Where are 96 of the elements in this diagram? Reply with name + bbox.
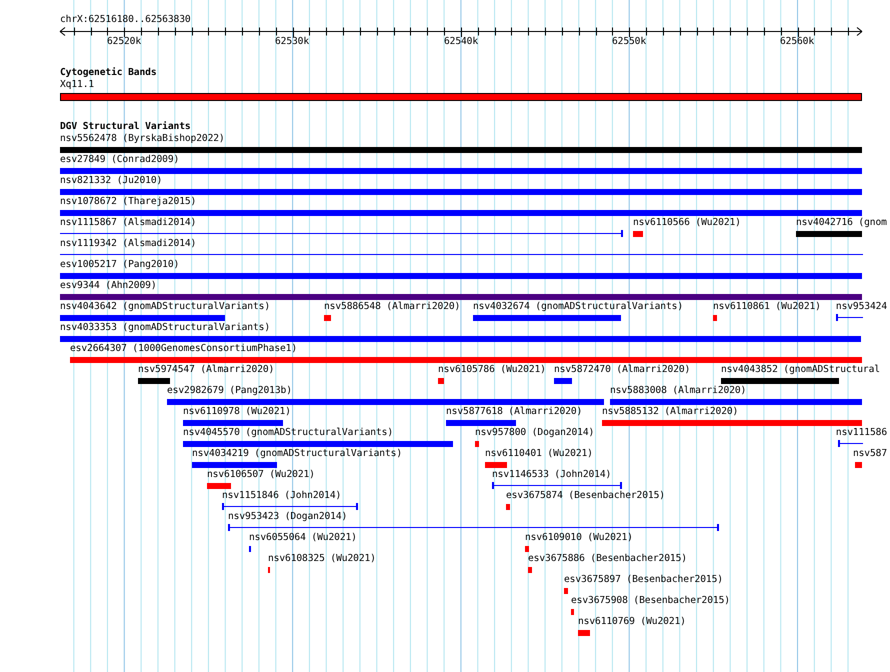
variant-bar xyxy=(167,399,604,405)
variant-bar xyxy=(475,441,479,447)
variant-label: nsv1151846 (John2014) xyxy=(222,490,342,502)
variant-bar xyxy=(633,231,643,237)
variant-label: nsv5974547 (Almarri2020) xyxy=(138,364,274,376)
variant-label: nsv4032674 (gnomADStructuralVariants) xyxy=(473,301,684,313)
variant-bar xyxy=(438,378,444,384)
variant-label: nsv6110566 (Wu2021) xyxy=(633,217,741,229)
variant-bar xyxy=(60,189,862,195)
variant-bar xyxy=(506,504,510,510)
tick-label: 62540k xyxy=(444,36,478,48)
variant-label: nsv4045570 (gnomADStructuralVariants) xyxy=(183,427,394,439)
variant-label: esv9344 (Ahn2009) xyxy=(60,280,156,292)
variant-label: nsv4033353 (gnomADStructuralVariants) xyxy=(60,322,270,334)
variant-label: nsv1119342 (Alsmadi2014) xyxy=(60,238,196,250)
variant-bar xyxy=(207,483,231,489)
variant-bar xyxy=(855,462,862,468)
variant-label: nsv4043852 (gnomADStructural xyxy=(721,364,880,376)
variant-interval-line xyxy=(222,503,358,510)
track-title: Cytogenetic Bands xyxy=(60,67,156,79)
variant-label: nsv821332 (Ju2010) xyxy=(60,175,162,187)
variant-interval-line xyxy=(838,440,863,447)
variant-label: nsv953423 (Dogan2014) xyxy=(228,511,348,523)
variant-label: esv1005217 (Pang2010) xyxy=(60,259,180,271)
variant-label: nsv957800 (Dogan2014) xyxy=(475,427,594,439)
variant-label: nsv5877618 (Almarri2020) xyxy=(446,406,582,418)
variant-label: esv27849 (Conrad2009) xyxy=(60,154,180,166)
variant-bar xyxy=(60,336,861,342)
variant-label: nsv6110401 (Wu2021) xyxy=(485,448,593,460)
variant-label: nsv6055064 (Wu2021) xyxy=(249,532,357,544)
variant-label: esv3675886 (Besenbacher2015) xyxy=(528,553,687,565)
tick-label: 62560k xyxy=(780,36,814,48)
tick-label: 62520k xyxy=(106,36,142,48)
locus-label: chrX:62516180..62563830 xyxy=(60,14,191,26)
variant-bar xyxy=(554,378,572,384)
variant-label: nsv5562478 (ByrskaBishop2022) xyxy=(60,133,225,145)
variant-bar xyxy=(796,231,862,237)
variant-bar xyxy=(60,147,862,153)
variant-bar xyxy=(60,273,862,279)
variant-bar xyxy=(60,168,862,174)
variant-label: nsv1146533 (John2014) xyxy=(492,469,612,481)
variant-label: nsv6108325 (Wu2021) xyxy=(268,553,376,565)
tick-label: 62550k xyxy=(612,36,646,48)
variant-label: esv2664307 (1000GenomesConsortiumPhase1) xyxy=(70,343,298,355)
variant-bar xyxy=(721,378,839,384)
variant-label: nsv111586 xyxy=(836,427,887,439)
variant-label: nsv6110978 (Wu2021) xyxy=(183,406,291,418)
variant-interval-line xyxy=(228,524,719,531)
variant-label: nsv4034219 (gnomADStructuralVariants) xyxy=(192,448,402,460)
variant-bar xyxy=(602,420,862,426)
variant-bar xyxy=(138,378,170,384)
variant-label: nsv6110861 (Wu2021) xyxy=(713,301,821,313)
band-label: Xq11.1 xyxy=(60,79,94,91)
variant-label: nsv4043642 (gnomADStructuralVariants) xyxy=(60,301,270,313)
variant-bar xyxy=(713,315,717,321)
variant-bar xyxy=(183,420,283,426)
variant-bar xyxy=(192,462,277,468)
variant-label: nsv6109010 (Wu2021) xyxy=(525,532,633,544)
variant-label: nsv6106507 (Wu2021) xyxy=(207,469,315,481)
variant-interval-line xyxy=(60,230,623,237)
variant-label: nsv5886548 (Almarri2020) xyxy=(324,301,460,313)
variant-bar xyxy=(528,567,532,573)
variant-bar xyxy=(525,546,529,552)
variant-interval-line xyxy=(836,314,863,321)
variant-label: nsv6110769 (Wu2021) xyxy=(578,616,686,628)
variant-label: esv2982679 (Pang2013b) xyxy=(167,385,292,397)
variant-bar xyxy=(610,399,862,405)
variant-label: nsv4042716 (gnom xyxy=(796,217,887,229)
variant-interval-line xyxy=(60,251,863,258)
variant-label: nsv1115867 (Alsmadi2014) xyxy=(60,217,196,229)
variant-bar xyxy=(60,210,862,216)
variant-bar xyxy=(70,357,862,363)
variant-label: esv3675897 (Besenbacher2015) xyxy=(564,574,723,586)
cytoband-bar xyxy=(60,93,862,101)
variant-label: nsv5885132 (Almarri2020) xyxy=(602,406,738,418)
variant-bar xyxy=(324,315,331,321)
variant-label: nsv5883008 (Almarri2020) xyxy=(610,385,746,397)
variant-bar xyxy=(60,294,862,300)
variant-label: esv3675874 (Besenbacher2015) xyxy=(506,490,665,502)
variant-bar xyxy=(60,315,225,321)
variant-bar xyxy=(183,441,453,447)
variant-bar xyxy=(578,630,590,636)
variant-label: nsv5872470 (Almarri2020) xyxy=(554,364,690,376)
variant-bar xyxy=(571,609,574,615)
variant-label: esv3675908 (Besenbacher2015) xyxy=(571,595,730,607)
tick-label: 62530k xyxy=(274,36,310,48)
variant-bar xyxy=(446,420,516,426)
variant-label: nsv6105786 (Wu2021) xyxy=(438,364,546,376)
variant-label: nsv1078672 (Thareja2015) xyxy=(60,196,196,208)
variant-bar xyxy=(485,462,507,468)
variant-label: nsv587 xyxy=(852,448,887,460)
variant-label: nsv953424 xyxy=(836,301,887,313)
track-title: DGV Structural Variants xyxy=(60,121,191,133)
variant-interval-line xyxy=(492,482,622,489)
variant-bar xyxy=(473,315,621,321)
variant-bar xyxy=(564,588,568,594)
